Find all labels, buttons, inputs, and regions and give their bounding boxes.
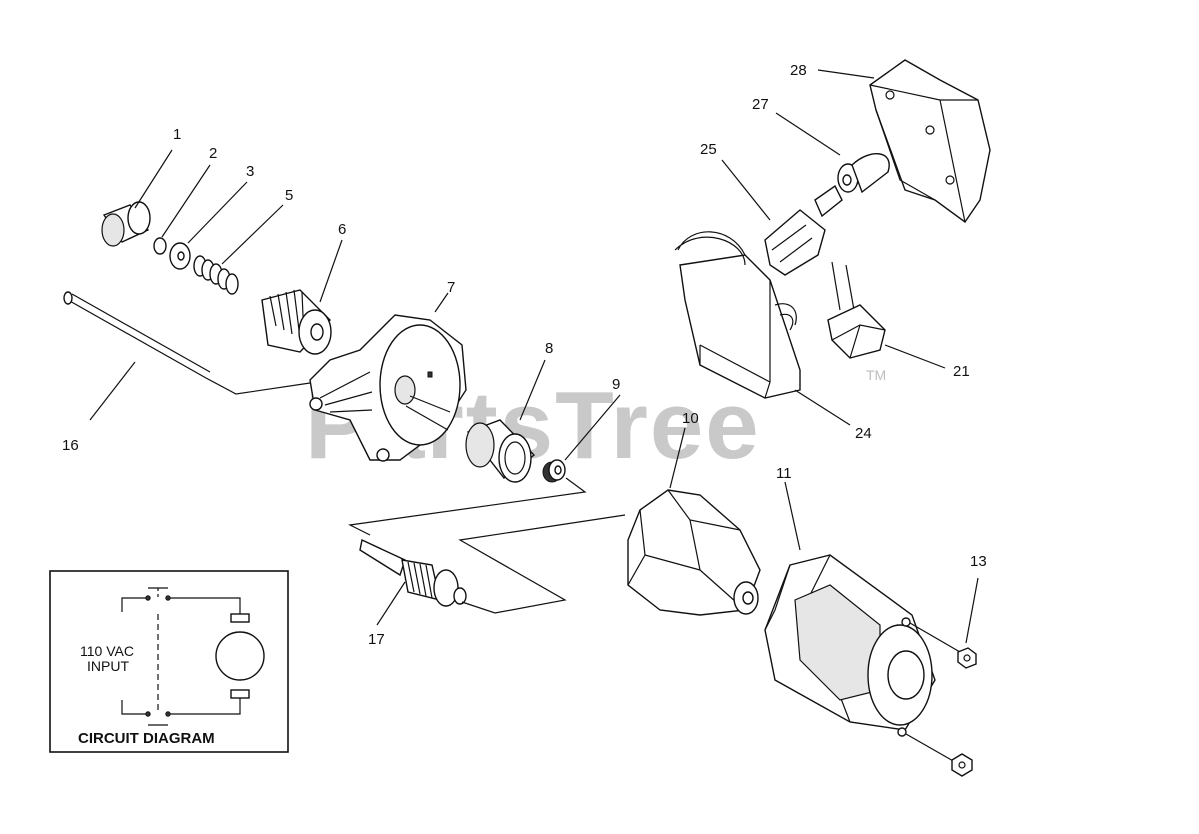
callout-5: 5 <box>285 187 293 204</box>
callout-1: 10 <box>682 410 699 427</box>
callout-10: 6 <box>338 221 346 238</box>
part-6-sleeve[interactable] <box>101 201 151 247</box>
part-1-gearcase[interactable] <box>627 489 761 616</box>
callout-7: 2 <box>209 145 217 162</box>
circuit-diagram-title: CIRCUIT DIAGRAM <box>78 730 215 747</box>
part-8-washer[interactable] <box>169 242 191 270</box>
callout-25: 25 <box>700 141 717 158</box>
callout-17: 16 <box>62 437 79 454</box>
callout-21: 21 <box>953 363 970 380</box>
callout-3: 7 <box>447 279 455 296</box>
trademark: TM <box>866 367 886 383</box>
callout-2: 8 <box>545 340 553 357</box>
circuit-diagram: 110 VAC INPUT CIRCUIT DIAGRAM <box>49 570 289 753</box>
callout-28: 28 <box>790 62 807 79</box>
part-16-nuts[interactable] <box>951 647 977 777</box>
part-11-bushing[interactable] <box>348 459 587 536</box>
callout-11: 9 <box>612 376 620 393</box>
part-2-sleeve[interactable] <box>465 419 536 483</box>
callout-8: 3 <box>246 163 254 180</box>
part-27-control-housing[interactable] <box>674 231 801 399</box>
callout-13: 11 <box>776 465 792 482</box>
circuit-input-line2: INPUT <box>87 658 129 674</box>
callout-27: 24 <box>855 425 872 442</box>
part-21-plug[interactable] <box>827 261 886 359</box>
part-28-cover[interactable] <box>869 59 991 223</box>
part-17-rod[interactable] <box>63 291 311 395</box>
part-9-pinion[interactable] <box>359 514 626 614</box>
callout-6: 1 <box>173 126 181 143</box>
callout-24: 27 <box>752 96 769 113</box>
callout-9: 17 <box>368 631 385 648</box>
part-25-switch[interactable] <box>764 184 843 276</box>
callout-16: 13 <box>970 553 987 570</box>
callouts: 1 2 3 5 6 7 8 9 10 11 13 16 17 21 24 25 … <box>62 62 987 648</box>
part-5-spring[interactable] <box>193 255 239 295</box>
part-10-gear[interactable] <box>261 289 332 355</box>
part-13-motor[interactable] <box>764 554 961 763</box>
part-3-housing[interactable] <box>309 314 467 462</box>
leader-lines <box>89 69 979 644</box>
part-24-bulb[interactable] <box>837 152 890 194</box>
circuit-input-line1: 110 VAC <box>80 643 134 659</box>
part-7-washer[interactable] <box>153 237 167 255</box>
